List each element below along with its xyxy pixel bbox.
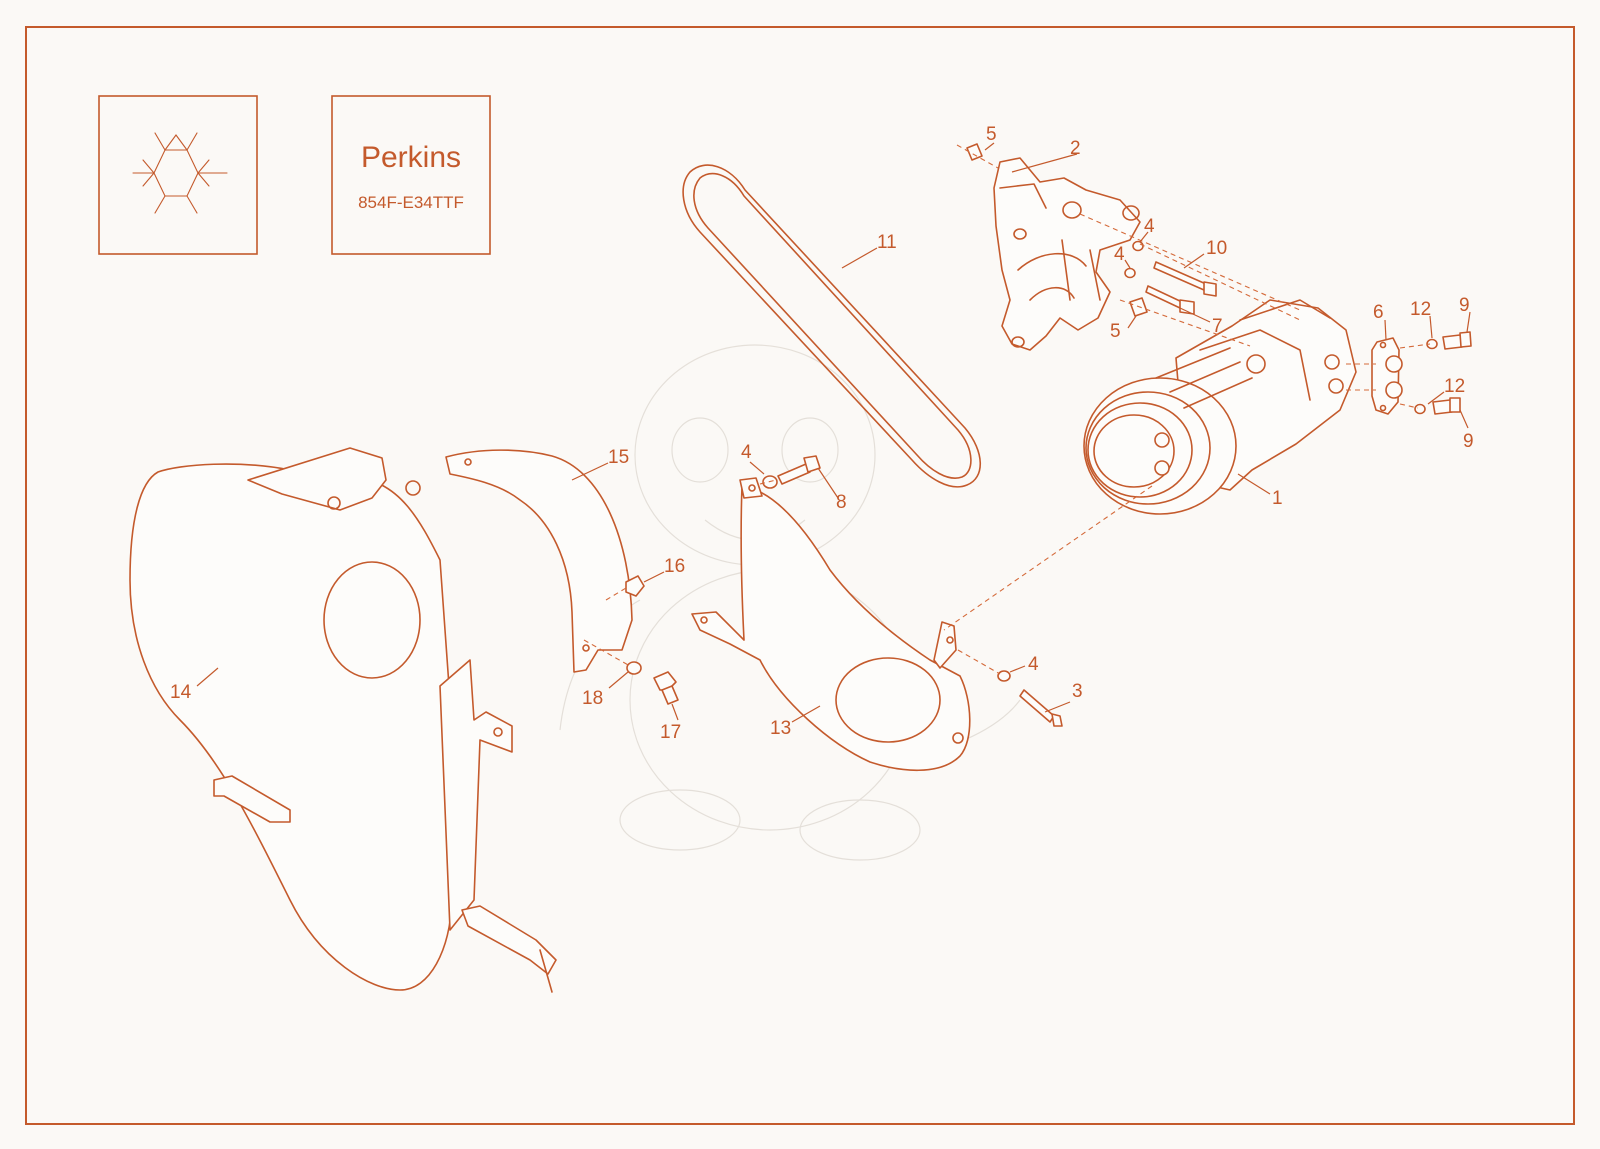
part-13-lower-guard (691, 477, 971, 772)
callout-6: 6 (1373, 302, 1384, 323)
callout-3: 3 (1072, 681, 1083, 702)
part-18-washer (626, 661, 642, 675)
drawing-frame (25, 26, 1575, 1125)
callout-10: 10 (1206, 238, 1227, 259)
callout-16: 16 (664, 556, 685, 577)
callout-12-a: 12 (1410, 299, 1431, 320)
brand-name: Perkins (361, 141, 461, 174)
callout-4-c: 4 (741, 442, 752, 463)
callout-18: 18 (582, 688, 603, 709)
callout-1: 1 (1272, 488, 1283, 509)
part-17-bolt (653, 671, 679, 705)
callout-4-a: 4 (1144, 216, 1155, 237)
part-11-drive-belt (682, 164, 981, 488)
callout-14: 14 (170, 682, 192, 703)
part-5-dowel-top (966, 143, 983, 161)
part-2-bracket (993, 157, 1141, 351)
callout-9-a: 9 (1459, 295, 1470, 316)
callout-4-d: 4 (1028, 654, 1039, 675)
part-8-bolt (777, 455, 821, 485)
callout-9-b: 9 (1463, 431, 1474, 452)
callout-4-b: 4 (1114, 244, 1125, 265)
snowflake-logo-box (98, 95, 258, 255)
part-4-washer-d (997, 670, 1011, 682)
callout-labels: 1 2 3 4 4 4 4 5 5 6 7 8 9 9 10 11 12 12 … (170, 124, 1474, 743)
part-6-manifold-plate (1371, 337, 1403, 415)
part-15-upper-guard (445, 449, 633, 673)
brand-box: Perkins 854F-E34TTF (331, 95, 491, 255)
callout-2: 2 (1070, 138, 1081, 159)
part-3-bolt (1019, 689, 1063, 727)
callout-leaders (196, 142, 1471, 723)
assembly-dashed-lines (583, 144, 1431, 675)
callout-8: 8 (836, 492, 847, 513)
part-1-compressor (1083, 299, 1357, 515)
part-10-bolt (1153, 261, 1217, 297)
part-16-nut (625, 575, 645, 597)
part-4-washer-b (1124, 267, 1136, 279)
part-7-bolt (1145, 285, 1195, 315)
snowflake-icon (132, 132, 228, 214)
part-9-screw-bottom (1432, 397, 1461, 415)
callout-17: 17 (660, 722, 681, 743)
callout-15: 15 (608, 447, 629, 468)
part-14-main-guard (129, 447, 557, 993)
engine-model: 854F-E34TTF (358, 193, 464, 212)
callout-7: 7 (1212, 316, 1223, 337)
callout-13: 13 (770, 718, 791, 739)
part-9-screw-top (1442, 331, 1472, 350)
callout-5-a: 5 (986, 124, 997, 145)
callout-5-b: 5 (1110, 321, 1121, 342)
part-12-washer-bottom (1414, 403, 1426, 415)
part-4-washer-a (1132, 240, 1144, 252)
callout-12-b: 12 (1444, 376, 1465, 397)
callout-11: 11 (877, 232, 897, 253)
